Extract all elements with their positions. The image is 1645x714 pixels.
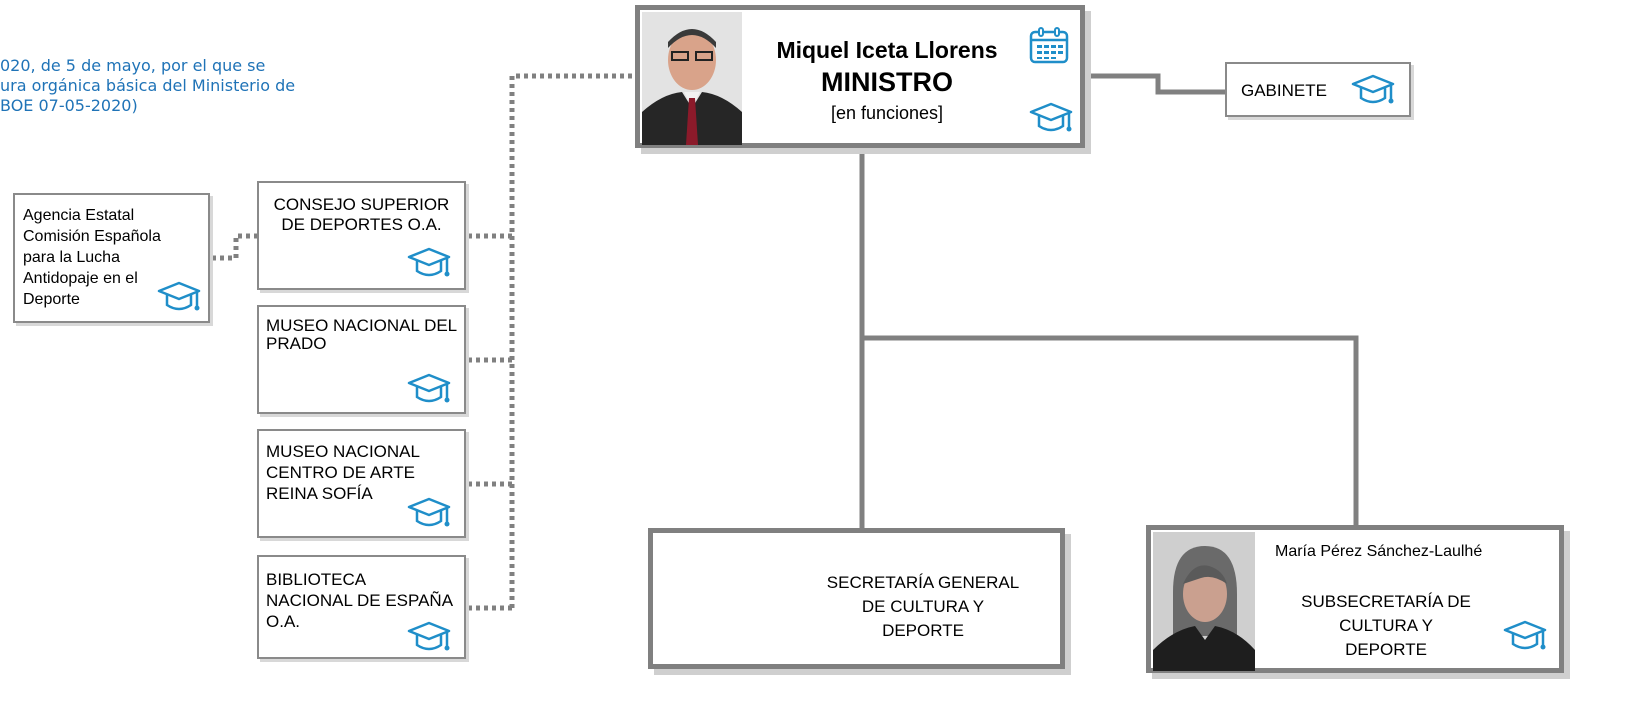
antidoping-line: para la Lucha [23, 249, 120, 266]
secretaria-line: SECRETARÍA GENERAL [826, 573, 1020, 592]
subsecretaria-line: CULTURA Y [1339, 616, 1433, 635]
graduation-cap-icon[interactable] [1351, 72, 1395, 108]
calendar-icon[interactable] [1027, 26, 1071, 66]
secretaria-line: DEPORTE [882, 621, 964, 640]
antidoping-line: Deporte [23, 291, 80, 308]
agencies-dotted-trunk [509, 73, 632, 610]
agency-line: BIBLIOTECA [266, 570, 367, 589]
agency-box-consejo-superior-deportes[interactable]: CONSEJO SUPERIOR DE DEPORTES O.A. [257, 181, 466, 290]
agency-line: MUSEO NACIONAL DEL [266, 316, 458, 335]
law-reference-note: 020, de 5 de mayo, por el que se ura org… [0, 56, 330, 116]
secretaria-general-box[interactable]: SECRETARÍA GENERAL DE CULTURA Y DEPORTE [648, 528, 1065, 669]
law-line-2: ura orgánica básica del Ministerio de [0, 76, 296, 95]
subsecretaria-line: SUBSECRETARÍA DE [1301, 592, 1471, 611]
graduation-cap-icon[interactable] [1503, 618, 1547, 654]
gabinete-label: GABINETE [1241, 81, 1327, 100]
agency-line: CENTRO DE ARTE [266, 463, 415, 482]
agency-line: PRADO [266, 334, 327, 353]
minister-title: MINISTRO [821, 67, 953, 97]
graduation-cap-icon[interactable] [407, 245, 451, 281]
agency-line: CONSEJO SUPERIOR [273, 195, 450, 214]
graduation-cap-icon[interactable] [407, 371, 451, 407]
antidoping-line: Antidopaje en el [23, 270, 138, 287]
subsecretaria-box[interactable]: María Pérez Sánchez-Laulhé SUBSECRETARÍA… [1146, 525, 1564, 673]
subsecretary-photo [1153, 532, 1255, 671]
minister-gabinete-connector [1085, 73, 1233, 95]
graduation-cap-icon[interactable] [1029, 100, 1073, 136]
agency-line: DE DEPORTES O.A. [281, 215, 442, 234]
subsecretary-person-name: María Pérez Sánchez-Laulhé [1275, 543, 1483, 560]
graduation-cap-icon[interactable] [407, 619, 451, 655]
graduation-cap-icon[interactable] [157, 279, 201, 315]
agency-line: NACIONAL DE ESPAÑA [266, 591, 454, 610]
subsecretaria-connector [859, 335, 1359, 533]
graduation-cap-icon[interactable] [407, 495, 451, 531]
law-line-3: BOE 07-05-2020) [0, 96, 138, 115]
subsecretaria-line: DEPORTE [1345, 640, 1427, 659]
gabinete-box[interactable]: GABINETE [1225, 62, 1411, 117]
minister-status: [en funciones] [830, 103, 944, 123]
agency-line: O.A. [266, 612, 301, 631]
antidoping-line: Comisión Española [23, 228, 161, 245]
minister-name: Miquel Iceta Llorens [776, 37, 998, 63]
minister-box[interactable]: Miquel Iceta Llorens MINISTRO [en funcio… [635, 5, 1085, 148]
agency-line: REINA SOFÍA [266, 484, 373, 503]
secretaria-line: DE CULTURA Y [861, 597, 985, 616]
agency-box-antidoping[interactable]: Agencia Estatal Comisión Española para l… [13, 193, 210, 323]
agency-box-biblioteca-nacional[interactable]: BIBLIOTECA NACIONAL DE ESPAÑA O.A. [257, 555, 466, 659]
agency-box-museo-reina-sofia[interactable]: MUSEO NACIONAL CENTRO DE ARTE REINA SOFÍ… [257, 429, 466, 538]
minister-photo [642, 12, 742, 145]
agency-line: MUSEO NACIONAL [266, 442, 420, 461]
law-line-1: 020, de 5 de mayo, por el que se [0, 56, 266, 75]
antidoping-dotted-connector [212, 233, 258, 261]
agency-box-museo-prado[interactable]: MUSEO NACIONAL DEL PRADO [257, 305, 466, 414]
antidoping-line: Agencia Estatal [23, 207, 135, 224]
